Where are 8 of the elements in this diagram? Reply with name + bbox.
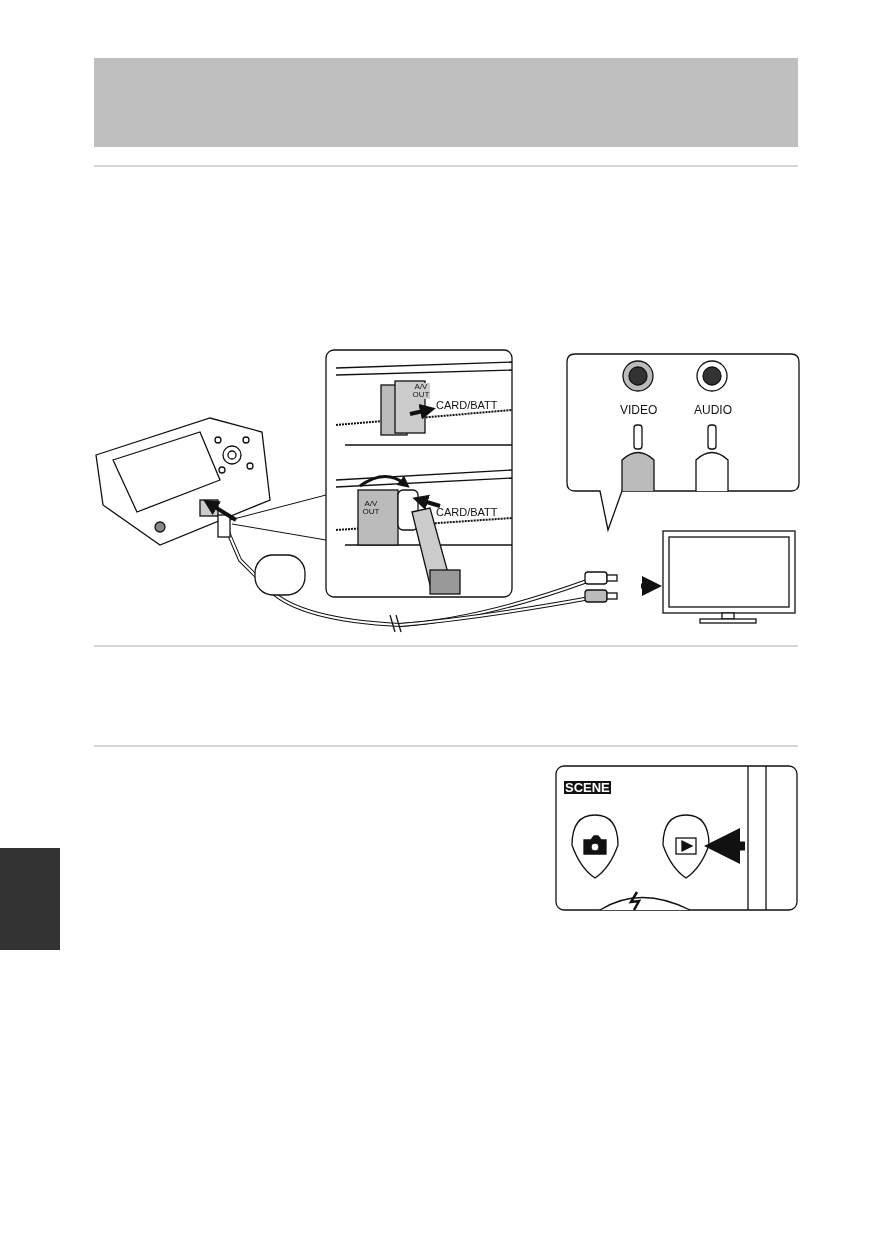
jack-label: VIDEO xyxy=(620,404,658,416)
side-tab xyxy=(0,848,60,950)
compartment-label: CARD/BATT xyxy=(436,507,498,518)
jack-label: AUDIO xyxy=(694,404,732,416)
port-label: A/V OUT xyxy=(362,500,380,516)
mode-label: SCENE xyxy=(564,781,611,794)
port-label: A/V OUT xyxy=(412,383,430,399)
compartment-label: CARD/BATT xyxy=(436,400,498,411)
